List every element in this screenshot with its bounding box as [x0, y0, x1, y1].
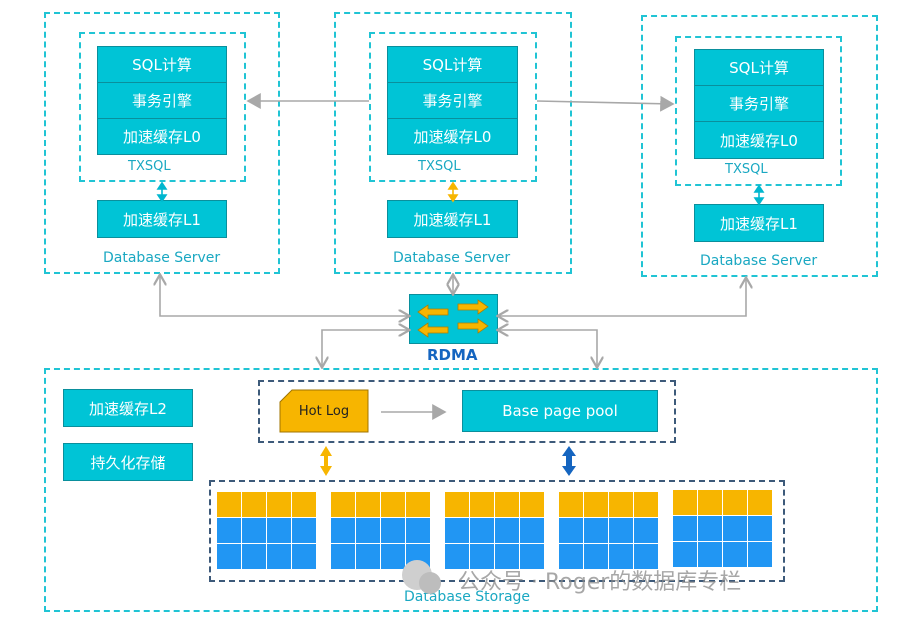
- page-cell: [698, 542, 723, 568]
- page-cell: [673, 542, 698, 568]
- page-cell: [559, 492, 584, 518]
- cache-l1-2: 加速缓存L1: [387, 200, 518, 238]
- page-cell: [520, 544, 545, 570]
- page-cell: [242, 544, 267, 570]
- page-blocks-group: [209, 480, 785, 582]
- cache-l1-1: 加速缓存L1: [97, 200, 227, 238]
- page-cell: [673, 490, 698, 516]
- page-cell: [356, 492, 381, 518]
- server-label-3: Database Server: [700, 253, 818, 269]
- page-cell: [470, 492, 495, 518]
- base-page-pool: Base page pool: [462, 390, 658, 432]
- sql-compute-1: SQL计算: [97, 46, 227, 83]
- page-cell: [381, 544, 406, 570]
- page-cell: [292, 518, 317, 544]
- page-cell: [217, 544, 242, 570]
- page-cell: [331, 544, 356, 570]
- page-cell: [495, 492, 520, 518]
- rdma-switch: [409, 294, 498, 344]
- txsql-label-3: TXSQL: [725, 162, 768, 177]
- page-cell: [445, 544, 470, 570]
- page-cell: [495, 518, 520, 544]
- page-cell: [445, 518, 470, 544]
- page-cell: [445, 492, 470, 518]
- txsql-box-1: [79, 32, 246, 182]
- page-cell: [520, 518, 545, 544]
- page-cell: [723, 490, 748, 516]
- sql-compute-3: SQL计算: [694, 49, 824, 86]
- txsql-box-2: [369, 32, 537, 182]
- rdma-label: RDMA: [427, 346, 478, 364]
- txsql-box-3: [675, 36, 842, 186]
- page-cell: [609, 492, 634, 518]
- page-cell: [559, 518, 584, 544]
- page-cell: [242, 518, 267, 544]
- page-cell: [520, 492, 545, 518]
- page-cell: [267, 544, 292, 570]
- database-storage: [44, 368, 878, 612]
- cache-l0-2: 加速缓存L0: [387, 118, 518, 155]
- page-cell: [748, 516, 773, 542]
- txsql-label-2: TXSQL: [418, 159, 461, 174]
- page-cell: [470, 518, 495, 544]
- page-cell: [748, 490, 773, 516]
- page-cell: [381, 492, 406, 518]
- server-label-2: Database Server: [393, 250, 511, 266]
- page-cell: [331, 518, 356, 544]
- page-cell: [406, 492, 431, 518]
- page-cell: [584, 518, 609, 544]
- page-cell: [217, 492, 242, 518]
- page-cell: [559, 544, 584, 570]
- page-cell: [584, 544, 609, 570]
- storage-label: Database Storage: [404, 589, 531, 605]
- page-cell: [634, 492, 659, 518]
- page-cell: [267, 492, 292, 518]
- page-cell: [217, 518, 242, 544]
- page-cell: [584, 492, 609, 518]
- page-cell: [495, 544, 520, 570]
- page-cell: [673, 516, 698, 542]
- page-cell: [242, 492, 267, 518]
- hot-log-label: Hot Log: [298, 403, 350, 419]
- page-cell: [470, 544, 495, 570]
- page-cell: [634, 518, 659, 544]
- persistent-storage: 持久化存储: [63, 443, 193, 481]
- cache-l0-1: 加速缓存L0: [97, 118, 227, 155]
- page-cell: [406, 518, 431, 544]
- page-cell: [609, 518, 634, 544]
- page-cell: [381, 518, 406, 544]
- log-pool-group: [258, 380, 676, 443]
- cache-l2: 加速缓存L2: [63, 389, 193, 427]
- page-cell: [609, 544, 634, 570]
- page-cell: [723, 516, 748, 542]
- page-cell: [267, 518, 292, 544]
- page-cell: [698, 516, 723, 542]
- txsql-label-1: TXSQL: [128, 159, 171, 174]
- page-cell: [748, 542, 773, 568]
- cache-l1-3: 加速缓存L1: [694, 204, 824, 242]
- page-cell: [698, 490, 723, 516]
- page-cell: [292, 544, 317, 570]
- cache-l0-3: 加速缓存L0: [694, 121, 824, 159]
- page-cell: [356, 518, 381, 544]
- server-label-1: Database Server: [103, 250, 221, 266]
- page-cell: [723, 542, 748, 568]
- page-cell: [331, 492, 356, 518]
- watermark: 公众号 · Roger的数据库专栏: [458, 570, 742, 595]
- page-cell: [634, 544, 659, 570]
- database-server-3: [641, 15, 878, 277]
- transaction-engine-2: 事务引擎: [387, 82, 518, 119]
- page-cell: [356, 544, 381, 570]
- page-cell: [292, 492, 317, 518]
